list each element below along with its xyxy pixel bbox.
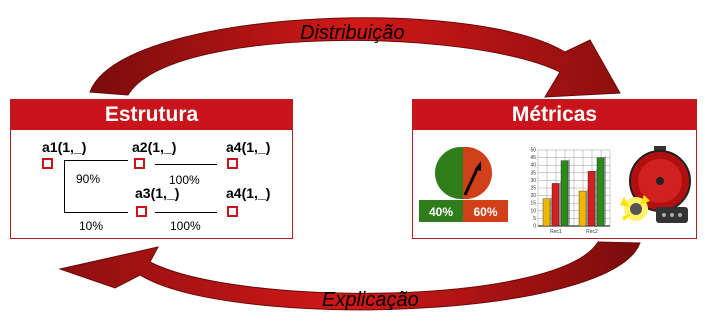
edge-a3-a4-line xyxy=(155,212,217,213)
gauge-right-label: 60% xyxy=(473,205,498,219)
node-a4-top: a4(1,_) xyxy=(226,139,271,155)
node-a2-checkbox[interactable] xyxy=(134,158,145,169)
edge-a2-a4-label: 100% xyxy=(169,173,200,187)
chart-bar xyxy=(596,157,605,227)
chart-bar xyxy=(551,183,560,227)
edge-a1-a2-line xyxy=(64,160,128,161)
node-a4-top-checkbox[interactable] xyxy=(227,158,238,169)
edge-a1-a3-label: 10% xyxy=(79,219,104,233)
estrutura-panel: Estrutura xyxy=(10,99,293,239)
chart-ytick-label: 45 xyxy=(530,155,536,161)
node-a1: a1(1,_) xyxy=(42,139,87,155)
edge-a1-a2-label: 90% xyxy=(76,172,101,186)
chart-ytick-label: 35 xyxy=(530,170,536,176)
explanation-label: Explicação xyxy=(322,289,419,311)
chart-ytick-label: 5 xyxy=(533,216,536,222)
chart-bar xyxy=(578,190,587,227)
chart-ytick-label: 50 xyxy=(530,148,536,154)
chart-bar-side xyxy=(604,155,606,226)
chart-ytick-label: 25 xyxy=(530,186,536,192)
chart-ytick-label: 40 xyxy=(530,163,536,169)
chart-category-label: Rec1 xyxy=(550,229,562,235)
edge-a2-a4-line xyxy=(155,164,217,165)
chart-bar xyxy=(587,171,596,227)
node-a1-checkbox[interactable] xyxy=(42,158,53,169)
chart-ytick-label: 10 xyxy=(530,208,536,214)
edge-a3-a4-label: 100% xyxy=(170,219,201,233)
gauge-left-label: 40% xyxy=(428,205,454,219)
node-a2: a2(1,_) xyxy=(132,139,177,155)
metricas-title: Métricas xyxy=(413,100,696,130)
pie-gauge-icon xyxy=(419,147,508,222)
chart-ytick-label: 15 xyxy=(530,201,536,207)
chart-bar-side xyxy=(595,169,597,226)
chart-bar xyxy=(560,160,569,227)
chart-bar xyxy=(542,198,551,227)
estrutura-title: Estrutura xyxy=(11,100,292,130)
node-a4-bottom: a4(1,_) xyxy=(226,185,271,201)
chart-ytick-label: 20 xyxy=(530,193,536,199)
edge-a1-trunk-line xyxy=(64,160,65,212)
node-a3-checkbox[interactable] xyxy=(136,206,147,217)
distribution-label: Distribuição xyxy=(300,22,405,44)
chart-ytick-label: 0 xyxy=(533,224,536,230)
chart-category-label: Rec2 xyxy=(586,229,598,235)
chart-ytick-label: 30 xyxy=(530,178,536,184)
alarm-bell-icon xyxy=(620,146,691,223)
chart-bar-side xyxy=(559,181,561,226)
edge-a1-a3-line xyxy=(64,212,128,213)
node-a4-bottom-checkbox[interactable] xyxy=(227,206,238,217)
chart-bar-side xyxy=(550,196,552,226)
node-a3: a3(1,_) xyxy=(135,185,180,201)
chart-bar-side xyxy=(568,158,570,226)
chart-bar-side xyxy=(586,189,588,226)
